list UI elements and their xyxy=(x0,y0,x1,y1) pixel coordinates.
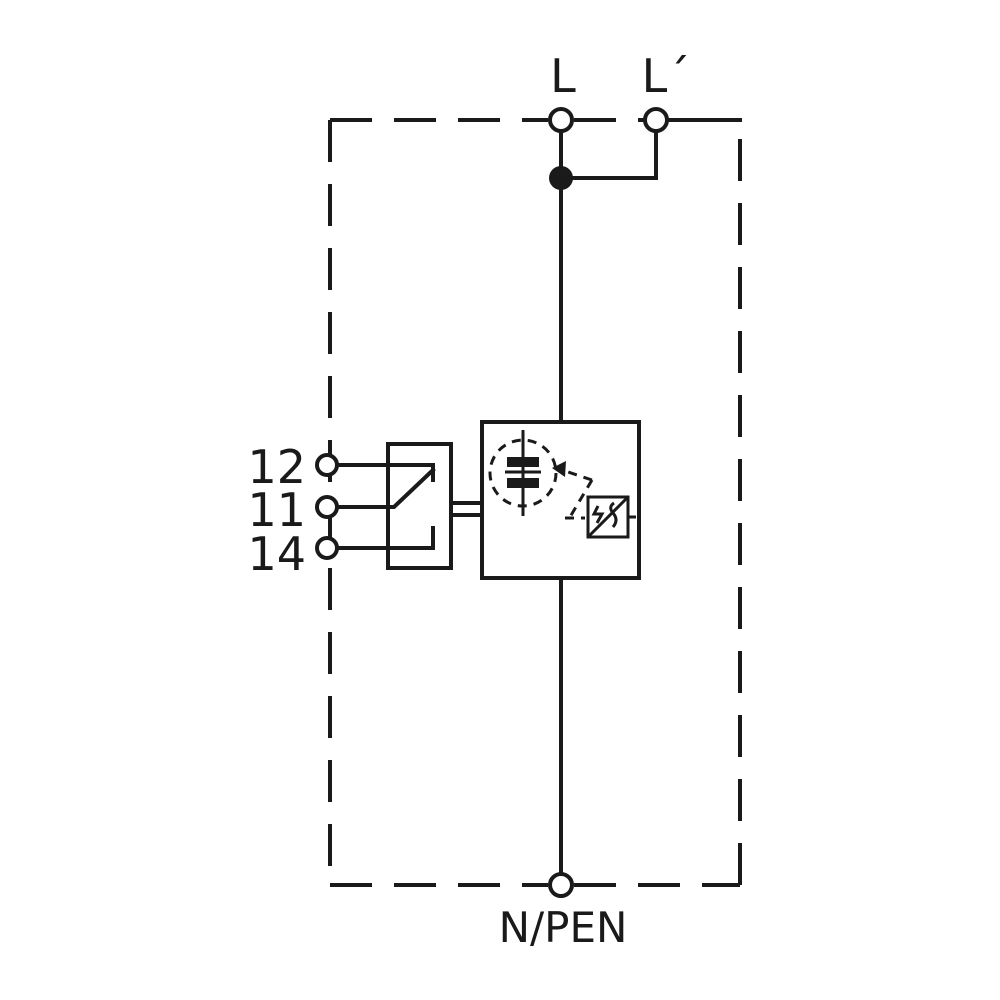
contact-terminal-12[interactable] xyxy=(315,453,339,477)
label-lprime: L´ xyxy=(642,49,691,103)
enclosure-outline xyxy=(328,118,742,887)
varistor-icon xyxy=(488,430,558,516)
contact-label-11: 11 xyxy=(247,483,306,537)
label-npen: N/PEN xyxy=(499,903,628,952)
trip-arrow-icon xyxy=(552,461,594,518)
protection-module xyxy=(480,420,641,580)
contact-wiring xyxy=(335,463,436,550)
bridge-wire xyxy=(559,130,658,180)
contact-terminal-11[interactable] xyxy=(315,495,339,519)
terminal-lprime[interactable] xyxy=(643,107,669,133)
contact-label-12: 12 xyxy=(247,440,306,494)
contact-label-14: 14 xyxy=(247,527,306,581)
terminal-l[interactable] xyxy=(548,107,574,133)
label-l: L xyxy=(550,49,576,103)
indicator-sensor-icon xyxy=(586,495,636,539)
contact-terminal-14[interactable] xyxy=(315,536,339,560)
terminal-npen[interactable] xyxy=(548,872,574,898)
junction-dot xyxy=(549,166,573,190)
